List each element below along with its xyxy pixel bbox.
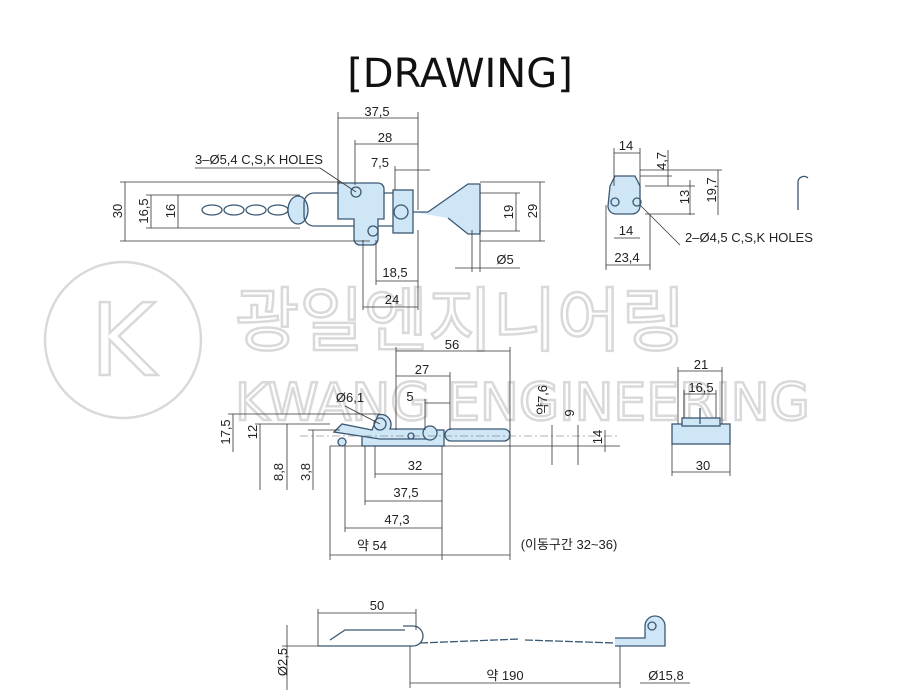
dim-holes-3: 3–Ø5,4 C,S,K HOLES	[195, 152, 323, 167]
front-view: 21 16,5 30	[671, 357, 731, 476]
dim-7-6: 약7,6	[535, 385, 550, 415]
dim-7-5: 7,5	[371, 155, 389, 170]
r-pin	[318, 625, 424, 647]
dim-54: 약 54	[357, 538, 387, 553]
hook-bar	[444, 428, 511, 442]
dim-d15-8: Ø15,8	[648, 668, 683, 683]
travel-range-note: (이동구간 32~36)	[521, 537, 618, 552]
dim-d5: Ø5	[496, 252, 513, 267]
dim-19-7: 19,7	[704, 177, 719, 202]
dim-29: 29	[525, 204, 540, 218]
dim-8-8: 8,8	[271, 463, 286, 481]
watermark: K 광일엔지니어링 KWANG ENGINEERING	[43, 260, 811, 434]
dim-17-5: 17,5	[218, 419, 233, 444]
dim-190: 약 190	[486, 668, 523, 683]
pin-chain	[419, 638, 616, 644]
dim-14: 14	[590, 430, 605, 444]
hole	[367, 225, 379, 237]
dim-50: 50	[370, 598, 384, 613]
hole	[350, 186, 362, 198]
dim-23-4: 23,4	[614, 250, 639, 265]
dim-56: 56	[445, 337, 459, 352]
dim-16: 16	[163, 204, 178, 218]
pin-bracket	[615, 615, 666, 647]
dim-4-7: 4,7	[654, 152, 669, 170]
watermark-logo-letter: K	[90, 282, 158, 399]
top-view: 37,5 28 7,5 3–Ø5,4 C,S,K HOLES 30 16,5 1…	[110, 104, 545, 310]
pull-ring	[413, 183, 481, 235]
dim-37-5-side: 37,5	[393, 485, 418, 500]
dim-18-5: 18,5	[382, 265, 407, 280]
dim-30: 30	[110, 204, 125, 218]
dim-9: 9	[562, 409, 577, 416]
dim-14-bottom: 14	[619, 223, 633, 238]
dim-32: 32	[408, 458, 422, 473]
dim-holes-2: 2–Ø4,5 C,S,K HOLES	[685, 230, 813, 245]
dim-5: 5	[406, 389, 413, 404]
dim-27: 27	[415, 362, 429, 377]
drawing-title: [DRAWING]	[347, 51, 573, 97]
dim-16-5-front: 16,5	[688, 380, 713, 395]
dim-19: 19	[501, 205, 516, 219]
dim-47-3: 47,3	[384, 512, 409, 527]
dim-24: 24	[385, 292, 399, 307]
side-view: 56 27 5 Ø6,1 약7,6 9 14 17,5 12 8,8 3,8 3…	[218, 337, 620, 560]
hinge-block	[392, 189, 414, 234]
dim-12: 12	[245, 425, 260, 439]
dim-d2-5: Ø2,5	[275, 648, 290, 676]
dim-13: 13	[677, 190, 692, 204]
dim-21: 21	[694, 357, 708, 372]
chain	[201, 195, 309, 225]
dim-d6-1: Ø6,1	[336, 390, 364, 405]
dim-28: 28	[378, 130, 392, 145]
dim-3-8: 3,8	[298, 463, 313, 481]
watermark-logo-circle	[43, 260, 203, 420]
hook-profile	[797, 175, 809, 210]
dim-16-5: 16,5	[136, 198, 151, 223]
end-view: 14 4,7 13 19,7 14 2–Ø4,5 C,S,K HOLES 23,…	[605, 138, 813, 270]
dim-30-front: 30	[696, 458, 710, 473]
dim-37-5: 37,5	[364, 104, 389, 119]
watermark-korean: 광일엔지니어링	[235, 280, 686, 362]
dim-14-top: 14	[619, 138, 633, 153]
pin-view: 50 Ø2,5 약 190 Ø15,8	[275, 598, 690, 690]
